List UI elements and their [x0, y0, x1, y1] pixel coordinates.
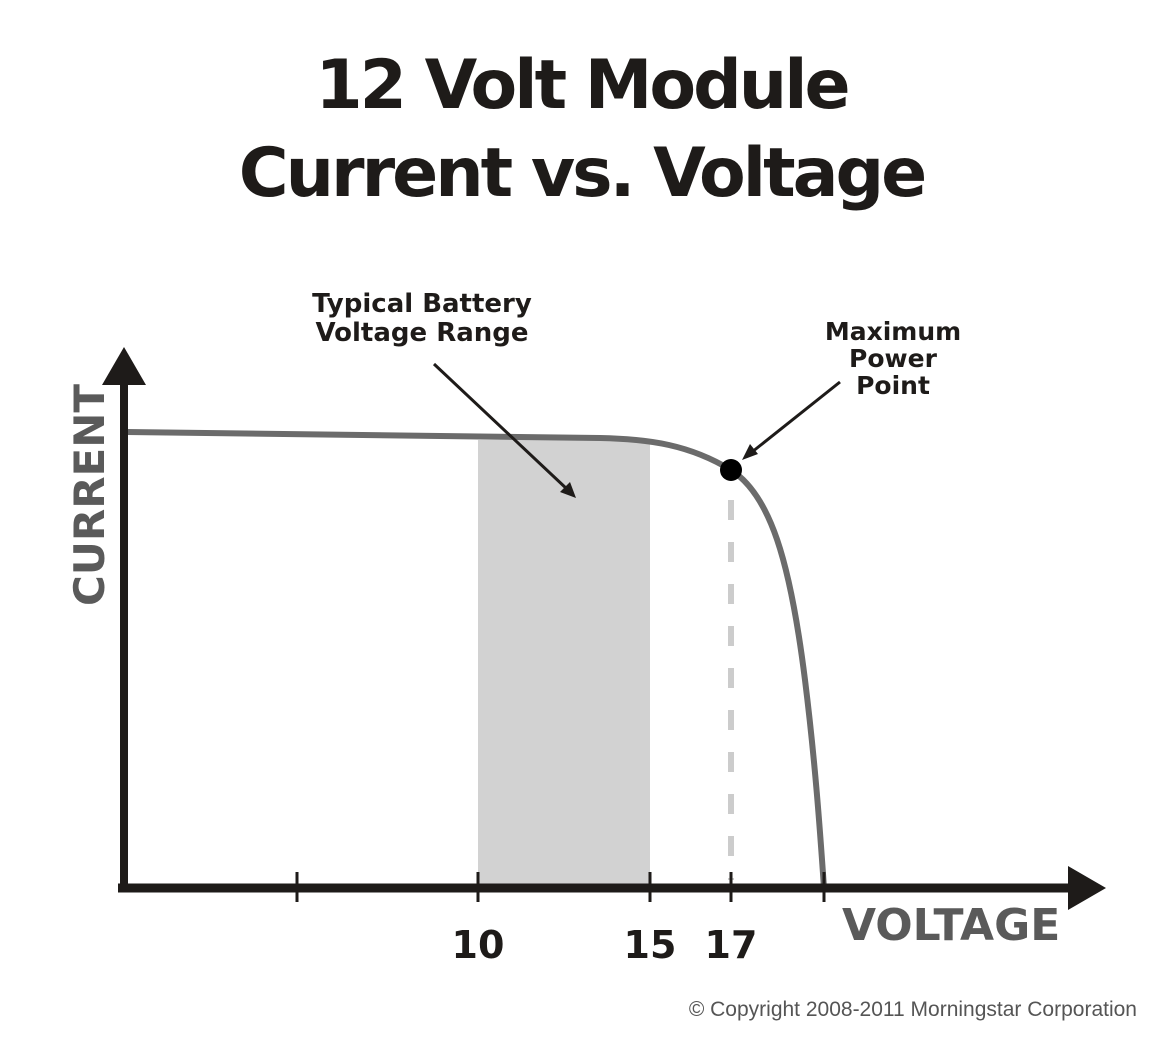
- iv-curve: [123, 429, 827, 889]
- y-axis-arrow-icon: [102, 347, 146, 385]
- chart-title-line-2: Current vs. Voltage: [238, 134, 928, 213]
- mpp-label-line-3: Point: [856, 371, 930, 400]
- chart-title-line-1: 12 Volt Module: [315, 46, 850, 125]
- mpp-label-line-1: Maximum: [825, 317, 961, 346]
- x-tick-15: 15: [624, 923, 677, 967]
- battery-range-shading: [478, 440, 650, 888]
- y-axis-label: CURRENT: [65, 384, 114, 606]
- battery-range-label-line-2: Voltage Range: [315, 318, 528, 348]
- x-ticks: [295, 872, 826, 902]
- x-tick-10: 10: [452, 923, 505, 967]
- x-axis-arrow-icon: [1068, 866, 1106, 910]
- mpp-arrow-line: [751, 380, 841, 454]
- x-tick-17: 17: [705, 923, 758, 967]
- battery-range-label-line-1: Typical Battery: [312, 289, 532, 319]
- battery-range-arrow-icon: [560, 482, 576, 498]
- copyright-notice: © Copyright 2008-2011 Morningstar Corpor…: [688, 998, 1137, 1021]
- max-power-point-dot: [720, 459, 742, 481]
- mpp-label-line-2: Power: [849, 344, 938, 373]
- battery-range-arrow-line: [432, 362, 570, 492]
- x-axis-label: VOLTAGE: [842, 900, 1060, 951]
- mpp-arrow-icon: [742, 444, 758, 460]
